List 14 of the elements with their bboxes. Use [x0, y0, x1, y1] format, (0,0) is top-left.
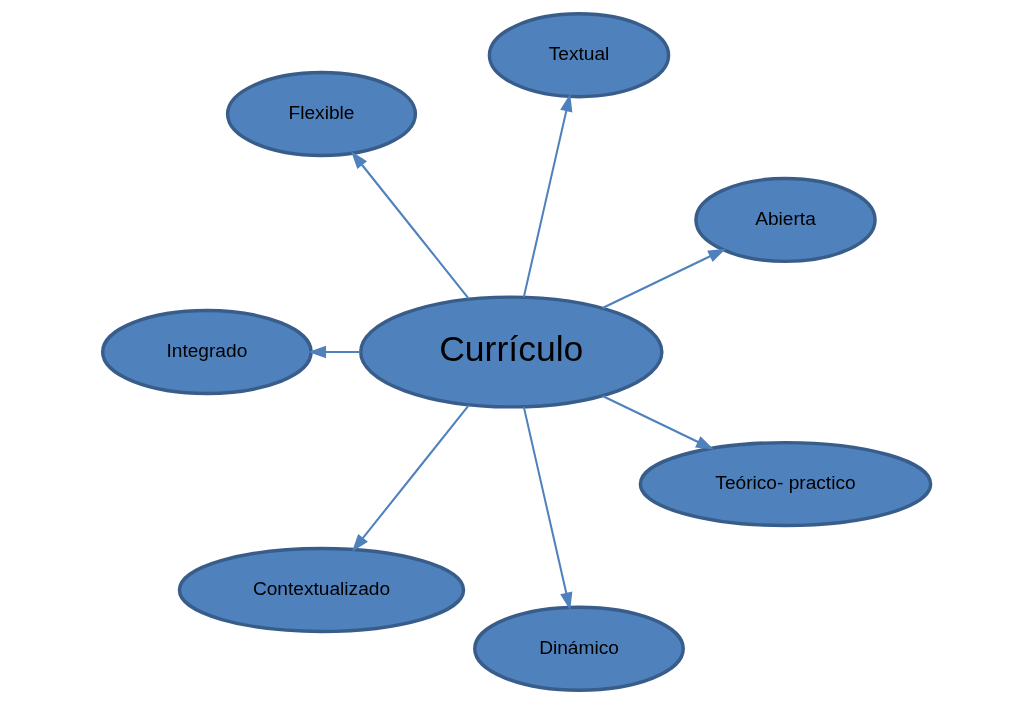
node-ellipse: Contextualizado: [177, 546, 466, 634]
node-ellipse: Textual: [487, 12, 671, 99]
arrow: [602, 395, 714, 450]
arrow: [522, 406, 573, 611]
node-ellipse: Flexible: [225, 70, 418, 158]
arrow: [308, 345, 361, 359]
node-ellipse: Dinámico: [473, 605, 685, 692]
arrow: [351, 151, 470, 300]
node-ellipse: Currículo: [359, 295, 664, 409]
arrow: [351, 404, 470, 552]
node-ellipse: Teórico- practico: [638, 440, 933, 528]
node-ellipse: Integrado: [100, 308, 313, 396]
arrow: [522, 93, 573, 298]
arrow: [602, 248, 726, 309]
